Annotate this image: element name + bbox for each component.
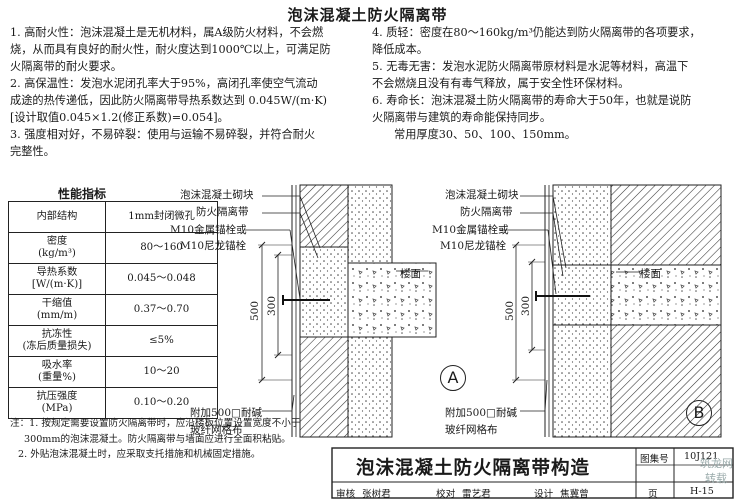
role-check: 校对 xyxy=(436,489,456,500)
properties-right: 4. 质轻：密度在80～160kg/m³仍能达到防火隔离带的各项要求， 降低成本… xyxy=(372,24,732,143)
role-review-name: 张树君 xyxy=(362,489,391,500)
detail-a-label-barrier: 防火隔离带 xyxy=(196,206,249,218)
page-label: 页 xyxy=(648,489,658,500)
prop-line: 1. 高耐火性：泡沫混凝土是无机材料，属A级防火材料，不会燃 xyxy=(10,26,324,39)
atlas-number: 10J121 xyxy=(684,451,719,462)
wall-block-lower-left xyxy=(552,324,612,438)
table-cell: 干缩值(mm/m) xyxy=(8,294,106,326)
detail-b-label-anchor2: M10尼龙锚栓 xyxy=(440,240,507,252)
wall-block-upper xyxy=(552,184,612,266)
table-cell: 抗压强度(MPa) xyxy=(8,387,106,419)
table-row: 导热系数[W/(m·K)] 0.045～0.048 xyxy=(8,263,218,295)
prop-line: 成途的热传递低，因此防火隔离带导热系数达到 0.045W/(m·K) xyxy=(10,94,328,107)
table-cell: 10～20 xyxy=(105,356,218,388)
prop-line: 火隔离带的耐火要求。 xyxy=(10,60,122,73)
wall-block-right xyxy=(347,184,393,264)
table-row: 吸水率(重量%) 10～20 xyxy=(8,356,218,388)
note-line: 300mm的泡沫混凝土。防火隔离带与墙面应进行全面积粘贴。 xyxy=(24,433,291,445)
table-cell: 0.37～0.70 xyxy=(105,294,218,326)
table-caption: 性能指标 xyxy=(58,187,107,201)
detail-b-dim-inner: 300 xyxy=(520,295,533,317)
prop-line: 不会燃烧且没有有毒气释放，属于安全性环保材料。 xyxy=(372,77,630,90)
prop-line: 3. 强度相对好，不易碎裂：使用与运输不易碎裂，并符合耐火 xyxy=(10,128,316,141)
detail-a-mark: A xyxy=(440,365,466,391)
table-row: 抗压强度(MPa) 0.10～0.20 xyxy=(8,387,218,419)
detail-b-label-anchor1: M10金属锚栓或 xyxy=(432,224,509,236)
table-cell: 密度(kg/m³) xyxy=(8,232,106,264)
detail-a-label-anchor2: M10尼龙锚栓 xyxy=(180,240,247,252)
detail-b-mark: B xyxy=(686,400,712,426)
note-line: 注：1. 按规定需要设置防火隔离带时，应沿楼板位置设置宽度不小于 xyxy=(10,418,301,429)
atlas-label: 图集号 xyxy=(640,454,669,465)
table-cell: 1mm封闭微孔 xyxy=(105,201,218,233)
table-cell: 导热系数[W/(m·K)] xyxy=(8,263,106,295)
title-block-frame xyxy=(331,447,734,499)
wall-block-upper xyxy=(299,184,349,248)
detail-b-label-barrier: 防火隔离带 xyxy=(460,206,513,218)
prop-line: [设计取值0.045×1.2(修正系数)=0.054]。 xyxy=(10,111,229,124)
detail-b-label-block: 泡沫混凝土砌块 xyxy=(445,189,519,201)
detail-b-mesh2: 玻纤网格布 xyxy=(445,424,498,436)
detail-a-label-anchor1: M10金属锚栓或 xyxy=(170,224,247,236)
prop-line: 烧，从而具有良好的耐火性，耐火度达到1000℃以上，可满足防 xyxy=(10,43,331,56)
floor-slab xyxy=(610,264,722,326)
floor-slab xyxy=(347,262,437,338)
detail-b-floor-label: 楼面 xyxy=(640,268,661,280)
prop-line: 降低成本。 xyxy=(372,43,428,56)
table-cell: 0.10～0.20 xyxy=(105,387,218,419)
detail-a-mesh2: 玻纤网格布 xyxy=(190,424,243,436)
detail-a-drawing xyxy=(245,184,437,438)
prop-line: 4. 质轻：密度在80～160kg/m³仍能达到防火隔离带的各项要求， xyxy=(372,26,701,39)
table-cell: 抗冻性(冻后质量损失) xyxy=(8,325,106,357)
role-check-name: 雷艺君 xyxy=(462,489,491,500)
page-title: 泡沫混凝土防火隔离带 xyxy=(287,6,448,24)
detail-b-drawing xyxy=(500,184,722,438)
notes: 注：1. 按规定需要设置防火隔离带时，应沿楼板位置设置宽度不小于 300mm的泡… xyxy=(10,416,330,463)
properties-table: 内部结构 1mm封闭微孔 密度(kg/m³) 80～160 导热系数[W/(m·… xyxy=(8,201,218,419)
wall-block-right-lower xyxy=(347,336,393,438)
role-design: 设计 xyxy=(534,489,554,500)
role-review: 审核 xyxy=(336,489,356,500)
properties-left: 1. 高耐火性：泡沫混凝土是无机材料，属A级防火材料，不会燃 烧，从而具有良好的… xyxy=(10,24,355,160)
fire-barrier-band xyxy=(299,246,349,338)
prop-line: 完整性。 xyxy=(10,145,55,158)
wall-block-right xyxy=(610,184,722,266)
prop-line: 常用厚度30、50、100、150mm。 xyxy=(394,128,576,141)
detail-b-dim-outer: 500 xyxy=(504,300,517,322)
page-number: H-15 xyxy=(690,486,714,497)
prop-line: 5. 无毒无害：发泡水泥防火隔离带原材料是水泥等材料，高温下 xyxy=(372,60,689,73)
detail-b-mesh1: 附加500□耐碱 xyxy=(445,407,517,419)
note-line: 2. 外贴泡沫混凝土时，应采取支托措施和机械固定措施。 xyxy=(18,449,261,460)
prop-line: 2. 高保温性：发泡水泥闭孔率大于95%，高闭孔率使空气流动 xyxy=(10,77,318,90)
detail-a-floor-label: 楼面 xyxy=(400,268,421,280)
detail-a-mesh1: 附加500□耐碱 xyxy=(190,407,262,419)
watermark-1: 筑龙网 xyxy=(700,457,733,470)
table-cell: 80～160 xyxy=(105,232,218,264)
table-row: 内部结构 1mm封闭微孔 xyxy=(8,201,218,233)
table-cell: 0.045～0.048 xyxy=(105,263,218,295)
drawing-title: 泡沫混凝土防火隔离带构造 xyxy=(356,458,591,479)
table-row: 密度(kg/m³) 80～160 xyxy=(8,232,218,264)
table-row: 干缩值(mm/m) 0.37～0.70 xyxy=(8,294,218,326)
watermark-2: 转载 xyxy=(705,472,727,485)
detail-a-label-block: 泡沫混凝土砌块 xyxy=(180,189,254,201)
detail-a-dim-inner: 300 xyxy=(266,295,279,317)
detail-a-dim-outer: 500 xyxy=(249,300,262,322)
role-design-name: 焦冀曾 xyxy=(560,489,589,500)
prop-line: 火隔离带与建筑的寿命能保持同步。 xyxy=(372,111,552,124)
wall-block-lower xyxy=(299,336,349,438)
prop-line: 6. 寿命长：泡沫混凝土防火隔离带的寿命大于50年，也就是说防 xyxy=(372,94,692,107)
